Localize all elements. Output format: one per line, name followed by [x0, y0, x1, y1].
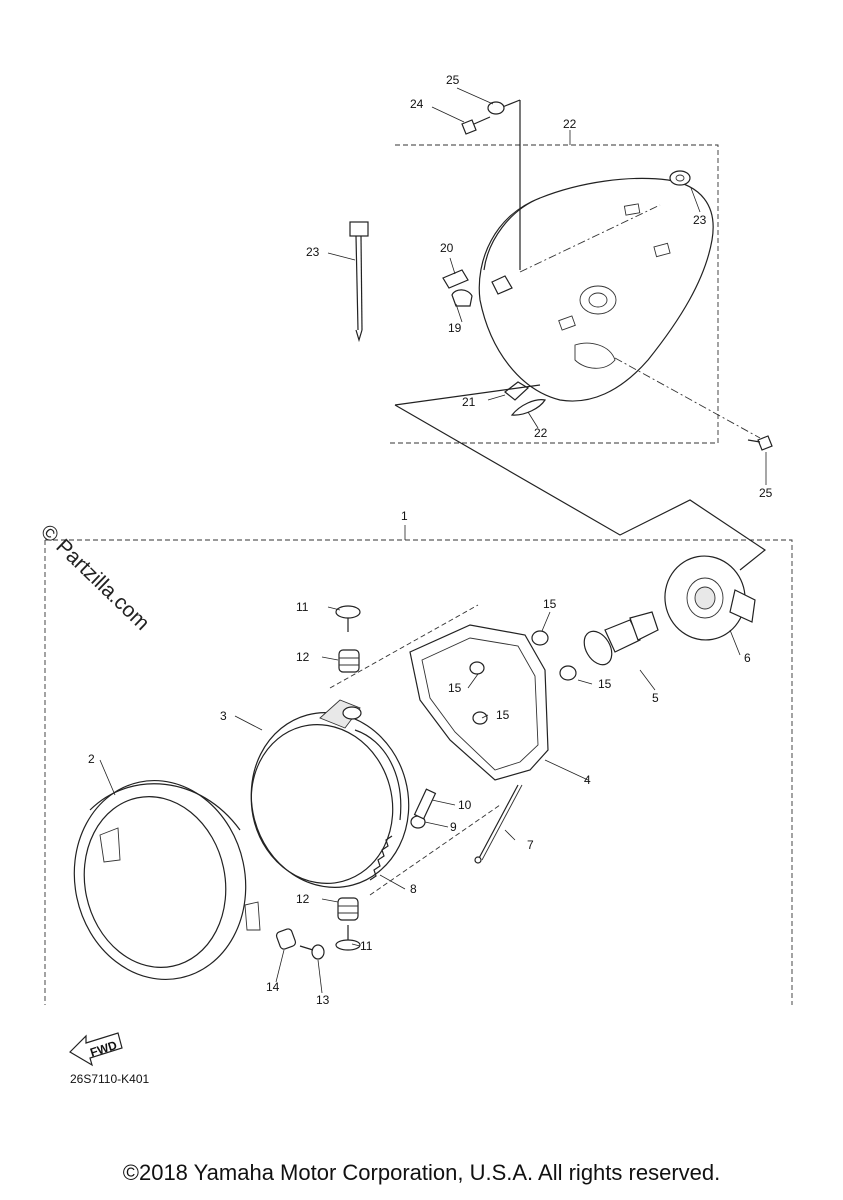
callout-7: 7: [527, 838, 534, 852]
callout-2: 2: [88, 752, 95, 766]
callout-leaders: [99, 87, 767, 994]
callout-21: 22: [534, 426, 548, 440]
callout-16: 22: [563, 117, 577, 131]
screw-11-bottom: [335, 925, 361, 951]
screw-25: [747, 435, 773, 451]
callout-22: 23: [306, 245, 320, 259]
upper-assembly-box: [390, 130, 719, 444]
screw-15-set: [531, 630, 577, 681]
callout-25: 25: [759, 486, 773, 500]
callout-3: 3: [220, 709, 227, 723]
callout-23: 24: [410, 97, 424, 111]
bolt-13: [299, 944, 325, 960]
washer-24: [487, 101, 505, 115]
callout-1: 1: [401, 509, 408, 523]
screw-11-top: [335, 605, 361, 632]
headlight-housing: [478, 99, 761, 439]
screw-7: [474, 784, 523, 864]
damper-12-top: [338, 649, 360, 673]
callout-15-b: 15: [448, 681, 462, 695]
lower-guide-lines: [329, 604, 501, 896]
callout-19: 20: [440, 241, 454, 255]
headlight-bracket: [409, 624, 549, 781]
callout-15-c: 15: [598, 677, 612, 691]
pin-10: [413, 788, 437, 820]
callout-12-bottom: 12: [296, 892, 310, 906]
callout-6: 6: [744, 651, 751, 665]
headlight-lens-unit: [250, 699, 410, 888]
callout-20: 21: [462, 395, 476, 409]
callout-9: 9: [450, 820, 457, 834]
assembly-link-lines: [394, 384, 767, 571]
headlight-bulb: [583, 611, 659, 666]
callout-17: 23: [693, 213, 707, 227]
callout-8: 8: [410, 882, 417, 896]
callout-24: 25: [446, 73, 460, 87]
cable-tie-22: [349, 221, 369, 343]
callout-4: 4: [584, 773, 591, 787]
part-code: 26S7110-K401: [70, 1072, 150, 1086]
callout-15-d: 15: [496, 708, 510, 722]
bulb-cover: [664, 555, 756, 641]
grommet-17: [669, 170, 691, 186]
callout-10: 10: [458, 798, 472, 812]
headlight-rim: [73, 780, 261, 980]
callout-13: 13: [316, 993, 330, 1007]
spring-8: [369, 835, 393, 881]
grommet-14: [275, 928, 297, 950]
callout-labels: 25 24 22 23 20 23 19 21 22 25 1 11 15 12…: [88, 73, 773, 1007]
callout-18: 19: [448, 321, 462, 335]
fwd-arrow-icon: FWD: [69, 1032, 123, 1067]
callout-5: 5: [652, 691, 659, 705]
callout-11-top: 11: [296, 600, 309, 614]
lower-assembly-box: [44, 525, 793, 1005]
bolt-23: [461, 116, 491, 135]
clip-20-21: [504, 381, 546, 416]
callout-11-bottom: 11: [360, 939, 373, 953]
callout-15-a: 15: [543, 597, 557, 611]
callout-14: 14: [266, 980, 280, 994]
copyright-notice: ©2018 Yamaha Motor Corporation, U.S.A. A…: [122, 1160, 721, 1185]
connector-18-19: [442, 269, 513, 307]
damper-12-bottom: [337, 897, 359, 921]
callout-12-top: 12: [296, 650, 310, 664]
